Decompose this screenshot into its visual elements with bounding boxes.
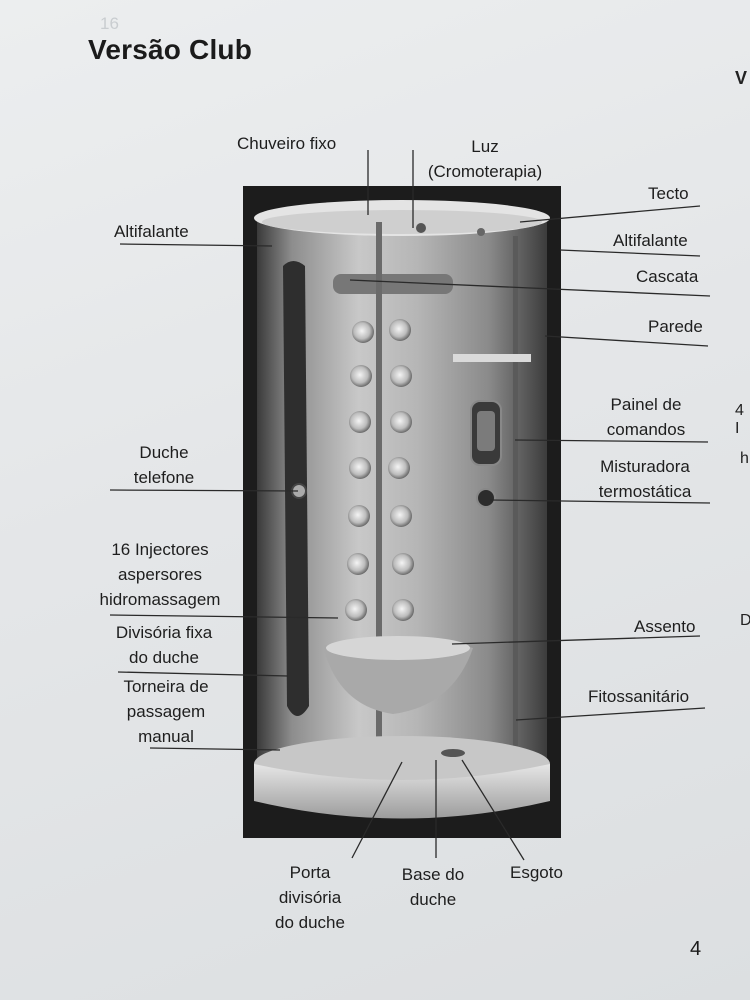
label-misturadora: Misturadora termostática — [578, 454, 712, 504]
label-painel-comandos: Painel de comandos — [590, 392, 702, 442]
label-tecto: Tecto — [648, 181, 689, 206]
label-altifalante-right: Altifalante — [613, 228, 688, 253]
label-injectores: 16 Injectores aspersores hidromassagem — [80, 537, 240, 612]
label-base-duche: Base do duche — [388, 862, 478, 912]
label-torneira: Torneira de passagem manual — [104, 674, 228, 749]
label-divisoria-fixa: Divisória fixa do duche — [98, 620, 230, 670]
label-fitossanitario: Fitossanitário — [588, 684, 689, 709]
label-porta-divisoria: Porta divisória do duche — [262, 860, 358, 935]
label-cascata: Cascata — [636, 264, 698, 289]
label-duche-telefone: Duche telefone — [112, 440, 216, 490]
label-parede: Parede — [648, 314, 703, 339]
label-chuveiro-fixo: Chuveiro fixo — [237, 131, 336, 156]
page-number: 4 — [690, 938, 701, 961]
label-assento: Assento — [634, 614, 695, 639]
label-esgoto: Esgoto — [510, 860, 563, 885]
label-luz: Luz (Cromoterapia) — [410, 134, 560, 184]
label-altifalante-left: Altifalante — [114, 219, 189, 244]
